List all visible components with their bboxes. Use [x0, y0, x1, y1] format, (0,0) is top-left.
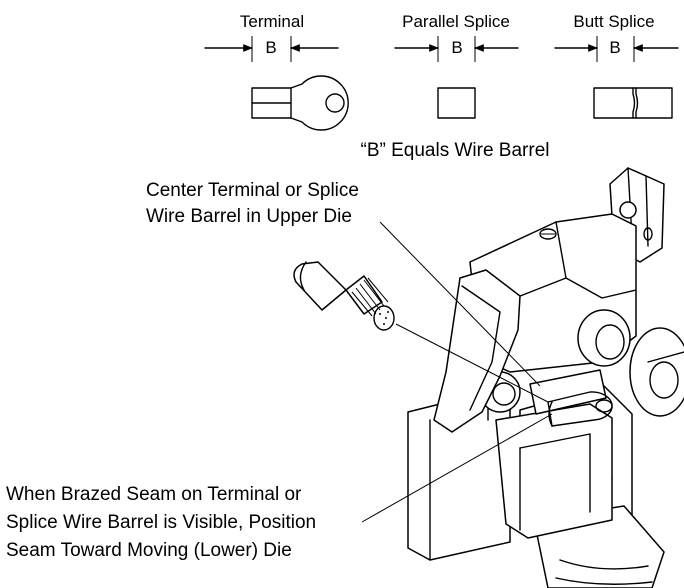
parallel-splice-dimension-b: B	[451, 38, 462, 57]
parallel-splice-detail: Parallel Splice B	[394, 12, 519, 119]
butt-splice-shape	[593, 87, 636, 119]
terminal-label: Terminal	[240, 12, 304, 31]
butt-splice-label: Butt Splice	[573, 12, 654, 31]
parallel-splice-label: Parallel Splice	[402, 12, 510, 31]
seam-note-line-2: Splice Wire Barrel is Visible, Position	[6, 512, 316, 533]
terminal-detail: Terminal B	[204, 12, 349, 131]
seam-note-line-1: When Brazed Seam on Terminal or	[6, 484, 302, 505]
terminal-dimension-b: B	[265, 38, 276, 57]
center-note-leader	[379, 221, 541, 387]
parallel-splice-shape	[437, 87, 476, 119]
center-note-line-2: Wire Barrel in Upper Die	[146, 206, 352, 227]
wire-strands	[351, 277, 395, 331]
center-terminal-note: Center Terminal or Splice Wire Barrel in…	[146, 180, 541, 387]
moving-lower-die	[495, 403, 613, 539]
seam-note-line-3: Seam Toward Moving (Lower) Die	[6, 540, 292, 561]
wire-insulation	[293, 261, 347, 311]
butt-splice-detail: Butt Splice B	[554, 12, 679, 119]
wire-insertion-line	[395, 323, 549, 403]
brazed-seam-note: When Brazed Seam on Terminal or Splice W…	[6, 413, 553, 561]
equals-wire-barrel-note: “B” Equals Wire Barrel	[361, 140, 550, 161]
butt-splice-dimension-b: B	[609, 38, 620, 57]
ring-terminal-hole	[325, 93, 345, 113]
seam-note-leader	[361, 413, 553, 523]
ring-terminal-shape	[251, 75, 349, 131]
crimp-tool	[293, 167, 684, 588]
center-note-line-1: Center Terminal or Splice	[146, 180, 359, 201]
